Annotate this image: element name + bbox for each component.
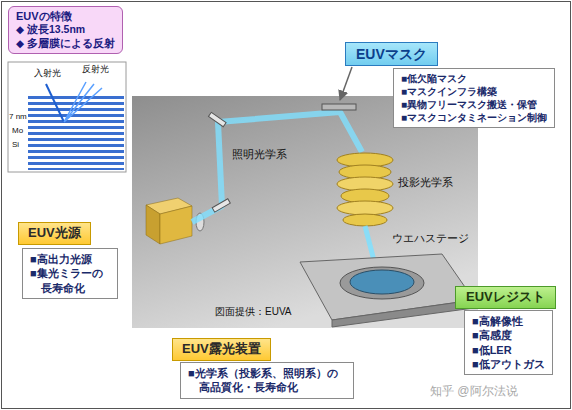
material-label: Si [12,140,19,150]
euv-beam [192,112,362,222]
dimension-label: 7 nm [9,112,27,122]
part-label: 投影光学系 [398,176,453,189]
ray-label: 入射光 [34,68,61,79]
material-label: Mo [12,126,23,136]
node-text: ■集光ミラーの長寿命化 [30,266,110,295]
projection-lens [343,214,387,226]
node-text: EUV光源 [28,225,81,242]
part-label: 照明光学系 [232,148,287,161]
node-text: EUVレジスト [466,289,545,306]
mask-leader [340,67,352,100]
node-text: ◆ 多層膜による反射 [16,37,115,51]
scanner-label: EUV露光装置 [172,338,271,361]
node-text: ■低欠陥マスク [401,72,547,85]
light-source [160,206,192,244]
resist-label: EUVレジスト [455,286,556,309]
watermark: 知乎 @阿尔法说 [430,384,518,398]
ray-label: 反射光 [82,64,109,75]
node-text: ■光学系（投影系、照明系）の高品質化・長寿命化 [188,366,346,395]
mask-list: ■低欠陥マスク■マスクインフラ構築■異物フリーマスク搬送・保管■マスクコンタミネ… [393,68,555,128]
mirror [212,199,230,212]
wafer-chuck [340,267,424,299]
reflected-ray [64,82,102,122]
incident-ray [46,84,64,122]
node-text: ■マスクコンタミネーション制御 [401,111,547,124]
scanner-list: ■光学系（投影系、照明系）の高品質化・長寿命化 [180,362,354,399]
photo-panel [132,96,478,328]
euv-mask [322,104,356,110]
node-text: ■異物フリーマスク搬送・保管 [401,98,547,111]
projection-lens [337,201,393,215]
wafer-stage [332,300,474,327]
node-text: ■高出力光源 [30,252,110,266]
node-text: EUV露光装置 [182,341,261,358]
mask-label: EUVマスク [345,42,438,66]
wafer [350,270,414,294]
light-source [146,205,160,244]
node-text: ◆ 波長13.5nm [16,23,115,37]
node-text: ■高解像性 [472,314,545,328]
heading-text: EUVの特徴 [16,9,115,23]
inset-frame [8,62,126,172]
resist-list: ■高解像性■高感度■低LER■低アウトガス [464,310,553,375]
source-label: EUV光源 [18,222,91,245]
node-text: EUVマスク [356,45,427,63]
part-label: ウエハステージ [392,232,469,245]
credit-note: 図面提供：EUVA [215,306,292,318]
source-list: ■高出力光源■集光ミラーの長寿命化 [22,248,118,299]
feature-box: EUVの特徴◆ 波長13.5nm◆ 多層膜による反射 [8,6,123,54]
node-text: ■低LER [472,343,545,357]
node-text: ■高感度 [472,328,545,342]
node-text: ■マスクインフラ構築 [401,85,547,98]
node-text: ■低アウトガス [472,357,545,371]
mirror [208,112,226,126]
